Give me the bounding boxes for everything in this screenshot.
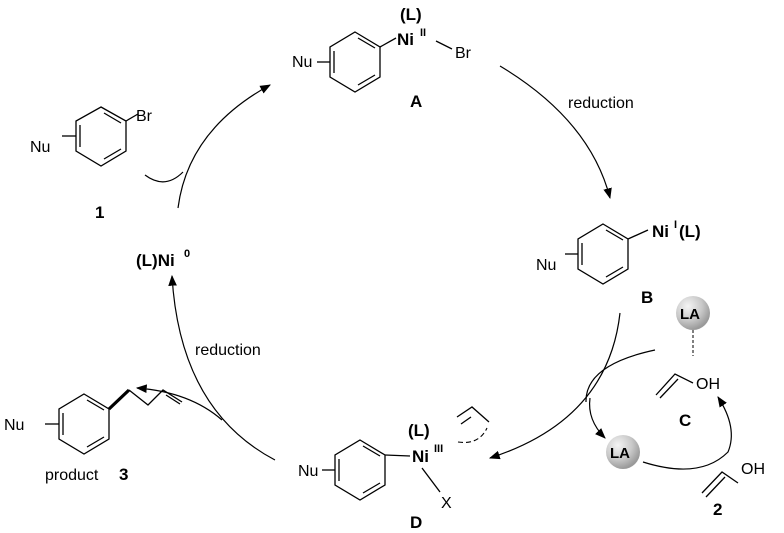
compound-label-1: 1 (95, 203, 104, 222)
nu-label: Nu (292, 54, 312, 71)
compound-label-A: A (410, 92, 422, 111)
l-ni-label: (L)Ni (136, 251, 175, 270)
compound-D: Nu (L) Ni III X D (298, 406, 490, 532)
arrow-oxidative-addition (177, 84, 271, 209)
compound-B: Nu Ni I (L) B (536, 219, 701, 307)
nu-label: Nu (4, 417, 24, 434)
hydroxyl-label: OH (741, 461, 765, 478)
product-label-prefix: product (45, 467, 99, 484)
compound-label-D: D (410, 513, 422, 532)
arrow-C-entry (585, 349, 656, 403)
product-3: Nu product 3 (4, 388, 183, 484)
reduction-label-left: reduction (195, 342, 261, 359)
product-label-number: 3 (119, 465, 128, 484)
oxidation-state-II: II (420, 27, 426, 39)
arrow-reduction-A-to-B (499, 65, 612, 200)
cycle-arrows: reduction reduction (135, 65, 732, 470)
nickel-label: Ni (397, 30, 414, 49)
arrow-B-to-D (488, 312, 621, 460)
compound-A: Nu (L) Ni II Br A (292, 5, 472, 111)
compound-label-2: 2 (713, 500, 722, 519)
lewis-acid-sphere (606, 435, 640, 469)
compound-label-B: B (641, 288, 653, 307)
arrow-product-release (135, 384, 223, 421)
oxidation-state-I: I (674, 219, 677, 231)
reduction-label-top: reduction (568, 95, 634, 112)
ligand-label: (L) (408, 421, 430, 440)
compound-label-C: C (679, 411, 691, 430)
bromine-label: Br (455, 45, 472, 62)
nickel-label: Ni (412, 447, 429, 466)
arrow-reduction-D-to-Ni0 (168, 274, 276, 461)
lewis-acid-label: LA (610, 445, 630, 462)
oxidation-state-0: 0 (184, 248, 190, 260)
lewis-acid-sphere (676, 296, 710, 330)
x-ligand-label: X (441, 495, 452, 512)
lewis-acid-free: LA (606, 435, 640, 469)
hydroxyl-label: OH (696, 376, 720, 393)
bromine-label: Br (136, 108, 153, 125)
arrow-substrate-entry (144, 171, 184, 183)
oxidation-state-III: III (434, 443, 443, 455)
nu-label: Nu (536, 257, 556, 274)
ligand-label: (L) (679, 222, 701, 241)
arrow-LA-release (588, 397, 606, 439)
compound-2: OH 2 (701, 461, 765, 519)
compound-C: LA OH C (655, 296, 720, 430)
nickel-label: Ni (652, 222, 669, 241)
lewis-acid-label: LA (680, 306, 700, 323)
arrow-LA-to-C (642, 396, 732, 470)
ligand-label: (L) (400, 5, 422, 24)
nu-label: Nu (298, 463, 318, 480)
compound-1-aryl-bromide: Br Nu 1 (30, 106, 153, 222)
l-ni-0: (L)Ni 0 (136, 248, 190, 270)
nu-label: Nu (30, 139, 50, 156)
